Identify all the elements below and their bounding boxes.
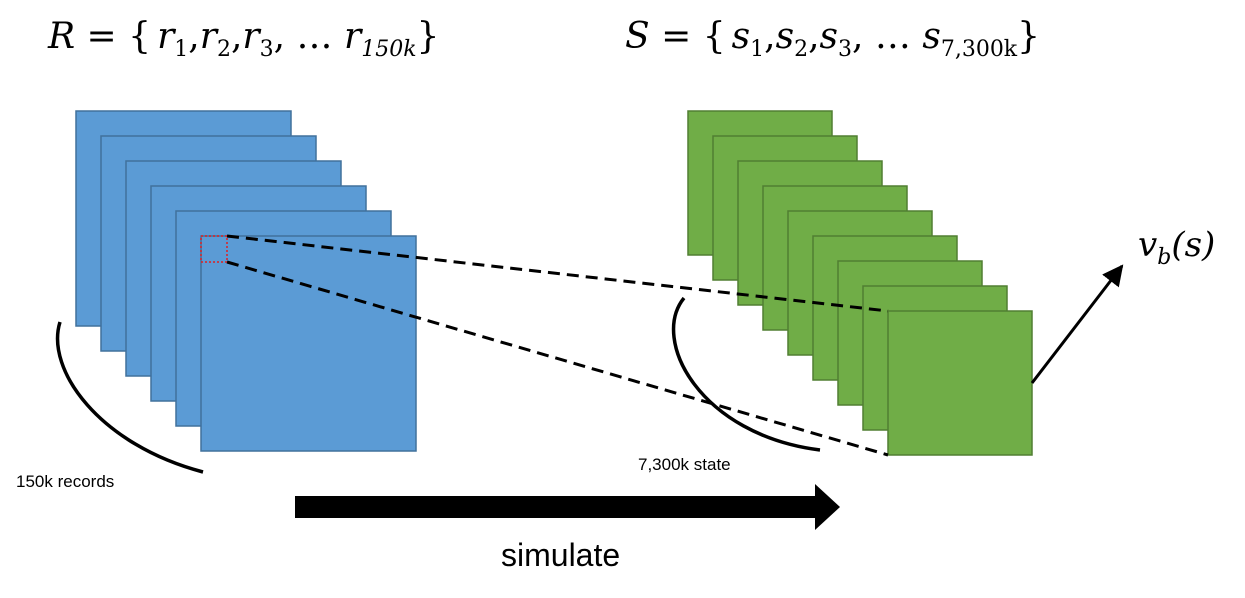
states-set-symbol: S	[625, 16, 650, 57]
records-count-label: 150k records	[16, 472, 114, 491]
simulate-arrow-shaft	[295, 496, 815, 518]
value-function-label: vb(s)	[1138, 225, 1215, 270]
selected-record-highlight	[200, 235, 228, 263]
records-set-formula: R = {r1,r2,r3, … r150k}	[47, 16, 439, 62]
projection-line-bottom	[226, 260, 889, 457]
states-bracket	[672, 296, 821, 452]
projection-line-top	[226, 234, 889, 313]
simulate-arrow-head	[815, 484, 840, 530]
states-set-formula: S = {s1,s2,s3, … s7,300k}	[625, 16, 1040, 62]
state-sheet-front	[887, 310, 1033, 456]
value-arrow	[1030, 264, 1124, 384]
simulate-arrow	[295, 484, 840, 530]
simulate-label: simulate	[501, 537, 620, 573]
record-sheet-front	[200, 235, 417, 452]
states-count-label: 7,300k state	[638, 455, 731, 474]
states-stack	[687, 110, 1033, 456]
records-set-symbol: R	[47, 16, 75, 57]
records-bracket	[55, 321, 204, 474]
records-stack	[75, 110, 417, 452]
